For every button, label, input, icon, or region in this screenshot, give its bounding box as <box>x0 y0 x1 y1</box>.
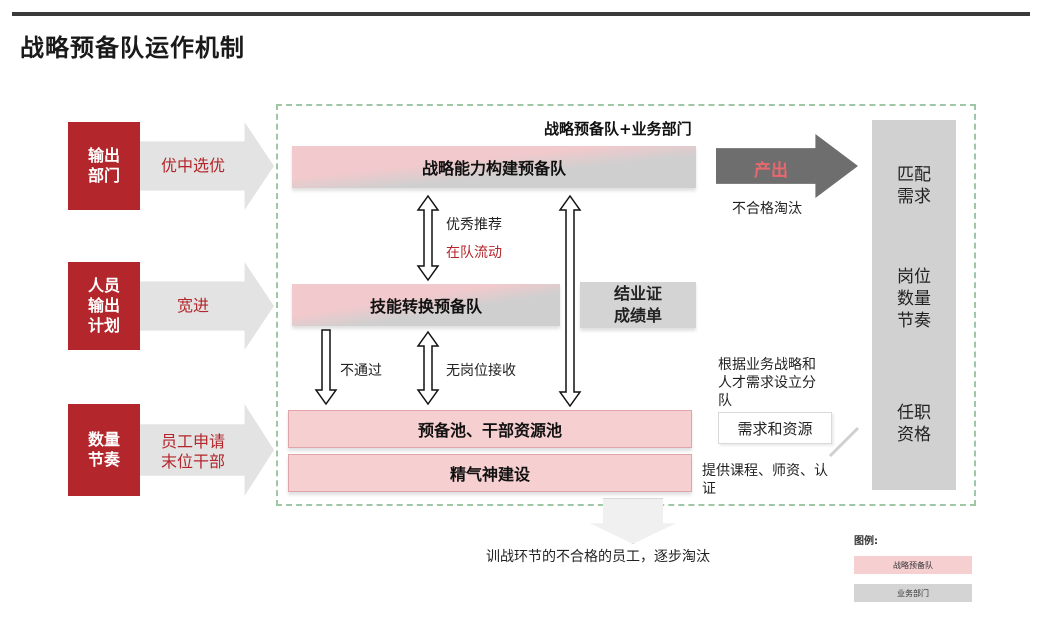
source-arrow-label-2: 宽进 <box>176 296 209 315</box>
business-dept-column <box>872 120 956 490</box>
team-skill-label: 技能转换预备队 <box>369 297 482 316</box>
flow-not-pass-label: 不通过 <box>340 363 382 379</box>
legend-item-reserve-label: 战略预备队 <box>893 560 933 570</box>
demand-resource-label: 需求和资源 <box>737 419 813 438</box>
flow-no-post-label: 无岗位接收 <box>446 363 516 379</box>
team-strategy-label: 战略能力构建预备队 <box>421 159 566 178</box>
flow-recommend-label: 优秀推荐 <box>446 217 502 233</box>
double-arrow-strategy-skill <box>416 194 440 282</box>
team-spirit-bar: 精气神建设 <box>288 454 692 492</box>
set-team-note: 根据业务战略和 人才需求设立分 队 <box>718 357 816 409</box>
double-arrow-strategy-pool <box>558 194 582 408</box>
eliminate-label: 不合格淘汰 <box>732 201 802 217</box>
team-pool-bar: 预备池、干部资源池 <box>288 410 692 448</box>
flow-in-team-label: 在队流动 <box>446 245 502 261</box>
down-arrow-not-pass <box>314 329 338 406</box>
source-arrow-label-3: 员工申请 末位干部 <box>160 432 225 471</box>
team-spirit-label: 精气神建设 <box>449 465 530 484</box>
team-strategy-bar: 战略能力构建预备队 <box>292 146 696 188</box>
team-pool-label: 预备池、干部资源池 <box>417 421 562 440</box>
legend-item-reserve: 战略预备队 <box>854 556 972 574</box>
post-quantity-text: 岗位 数量 节奏 <box>897 267 931 331</box>
source-box-output-dept: 输出 部门 <box>68 122 140 210</box>
output-label: 产出 <box>754 161 788 181</box>
bottom-note: 训战环节的不合格的员工，逐步淘汰 <box>486 549 710 565</box>
source-box-staff-plan: 人员 输出 计划 <box>68 262 140 350</box>
top-rule <box>12 12 1030 16</box>
match-demand-text: 匹配 需求 <box>897 165 931 207</box>
demand-resource-box: 需求和资源 <box>718 412 832 444</box>
top-note: 战略预备队+业务部门 <box>544 120 692 138</box>
provide-note: 提供课程、师资、认 证 <box>702 463 828 497</box>
qualification-text: 任职 资格 <box>897 403 931 445</box>
legend-title: 图例: <box>854 536 878 547</box>
legend-item-business-label: 业务部门 <box>897 588 929 598</box>
legend-item-business: 业务部门 <box>854 584 972 602</box>
double-arrow-skill-pool <box>416 330 440 406</box>
team-skill-bar: 技能转换预备队 <box>292 284 560 326</box>
certificate-box: 结业证 成绩单 <box>580 282 696 328</box>
source-arrow-label-1: 优中选优 <box>160 156 225 175</box>
source-box-quantity-pace: 数量 节奏 <box>68 404 140 496</box>
demand-pointer <box>828 426 860 458</box>
page-title: 战略预备队运作机制 <box>20 34 245 62</box>
